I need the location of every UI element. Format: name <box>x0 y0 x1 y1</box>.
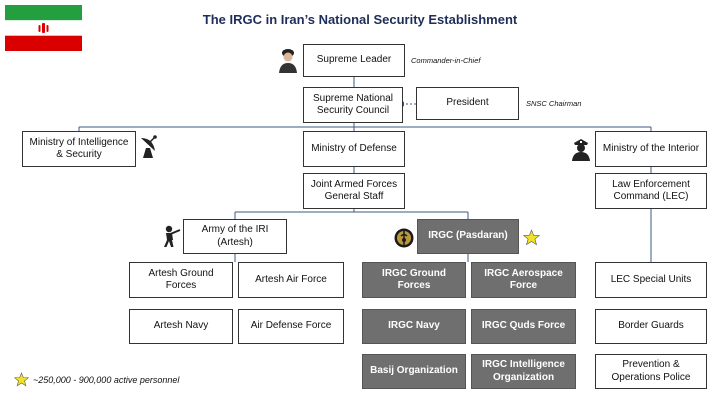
lec-special-label: LEC Special Units <box>610 273 692 285</box>
police-officer-icon <box>570 137 592 161</box>
border-guards-label: Border Guards <box>618 320 684 332</box>
supreme-leader-box: Supreme Leader <box>303 44 405 77</box>
air-defense-box: Air Defense Force <box>238 309 344 344</box>
irgc-intel-box: IRGC Intelligence Organization <box>471 354 576 389</box>
ministry-defense-label: Ministry of Defense <box>311 142 397 154</box>
legend-star-icon <box>13 372 30 387</box>
irgc-intel-label: IRGC Intelligence Organization <box>482 359 565 383</box>
lec-box: Law Enforcement Command (LEC) <box>595 173 707 209</box>
snsc-chair-note: SNSC Chairman <box>526 99 582 108</box>
iran-flag-icon <box>5 5 82 51</box>
irgc-emblem-icon <box>394 227 414 249</box>
legend: ~250,000 - 900,000 active personnel <box>13 372 180 387</box>
irgc-ground-label: IRGC Ground Forces <box>382 267 446 292</box>
artesh-ground-box: Artesh Ground Forces <box>129 262 233 298</box>
page-title: The IRGC in Iran’s National Security Est… <box>202 12 518 27</box>
irgc-label: IRGC (Pasdaran) <box>428 230 508 242</box>
irgc-quds-label: IRGC Quds Force <box>481 320 566 332</box>
snsc-box: Supreme National Security Council <box>303 87 403 123</box>
commander-note: Commander-in-Chief <box>411 56 481 65</box>
border-guards-box: Border Guards <box>595 309 707 344</box>
artesh-ground-label: Artesh Ground Forces <box>148 267 214 292</box>
irgc-ground-box: IRGC Ground Forces <box>362 262 466 298</box>
jafgs-label: Joint Armed Forces General Staff <box>310 178 398 203</box>
ministry-interior-box: Ministry of the Interior <box>595 131 707 167</box>
ministry-intelligence-box: Ministry of Intelligence & Security <box>22 131 136 167</box>
snsc-label: Supreme National Security Council <box>312 92 394 117</box>
irgc-navy-box: IRGC Navy <box>362 309 466 344</box>
ministry-interior-label: Ministry of the Interior <box>602 142 700 154</box>
star-icon <box>522 229 541 246</box>
lec-special-box: LEC Special Units <box>595 262 707 298</box>
artesh-air-label: Artesh Air Force <box>255 273 327 285</box>
satellite-dish-icon <box>138 134 160 160</box>
president-label: President <box>446 97 489 109</box>
president-box: President <box>416 87 519 120</box>
irgc-quds-box: IRGC Quds Force <box>471 309 576 344</box>
air-defense-label: Air Defense Force <box>250 320 332 332</box>
artesh-navy-box: Artesh Navy <box>129 309 233 344</box>
basij-label: Basij Organization <box>370 365 458 377</box>
artesh-box: Army of the IRI (Artesh) <box>183 219 287 254</box>
irgc-navy-label: IRGC Navy <box>388 320 440 332</box>
cleric-icon <box>276 47 300 73</box>
soldier-icon <box>158 224 182 248</box>
irgc-aero-box: IRGC Aerospace Force <box>471 262 576 298</box>
legend-text: ~250,000 - 900,000 active personnel <box>33 374 180 385</box>
artesh-navy-label: Artesh Navy <box>153 320 209 332</box>
prevention-police-label: Prevention & Operations Police <box>611 359 691 383</box>
basij-box: Basij Organization <box>362 354 466 389</box>
artesh-air-box: Artesh Air Force <box>238 262 344 298</box>
irgc-aero-label: IRGC Aerospace Force <box>484 267 563 292</box>
artesh-label: Army of the IRI (Artesh) <box>201 224 269 248</box>
ministry-defense-box: Ministry of Defense <box>303 131 405 167</box>
ministry-intelligence-label: Ministry of Intelligence & Security <box>29 136 129 161</box>
supreme-leader-label: Supreme Leader <box>316 54 392 66</box>
lec-label: Law Enforcement Command (LEC) <box>612 178 690 203</box>
prevention-police-box: Prevention & Operations Police <box>595 354 707 389</box>
jafgs-box: Joint Armed Forces General Staff <box>303 173 405 209</box>
irgc-box: IRGC (Pasdaran) <box>417 219 519 254</box>
